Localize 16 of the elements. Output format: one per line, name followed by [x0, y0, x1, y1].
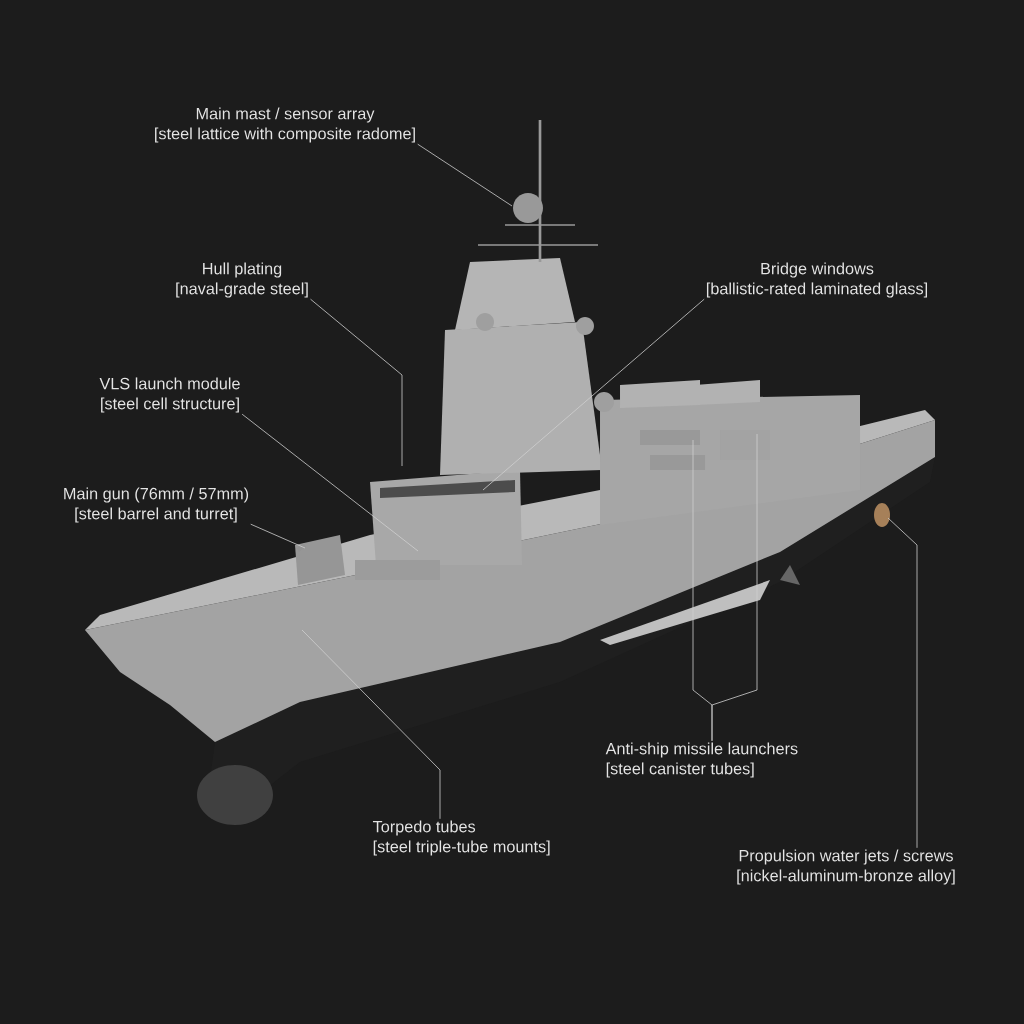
leader-line	[310, 298, 403, 467]
leader-line	[250, 523, 306, 549]
callout-label: Bridge windows [ballistic-rated laminated glass]	[706, 262, 927, 298]
leader-line	[887, 517, 918, 849]
callout-label: Hull plating [naval-grade steel]	[176, 262, 308, 298]
leader-line	[241, 413, 419, 552]
callout-label: Main gun (76mm / 57mm) [steel barrel and turret]	[64, 487, 249, 523]
callout-label: Torpedo tubes [steel triple-tube mounts]	[372, 820, 550, 856]
leader-line	[301, 629, 441, 820]
leader-line	[417, 143, 513, 207]
callout-label: Main mast / sensor array [steel lattice with composite radome]	[155, 107, 415, 143]
leader-line	[711, 433, 758, 742]
leader-line	[482, 298, 705, 491]
callout-label: Anti-ship missile launchers [steel canister tubes]	[605, 742, 798, 778]
callout-label: Propulsion water jets / screws [nickel-aluminum-bronze alloy]	[737, 849, 955, 885]
callout-label: VLS launch module [steel cell structure]	[99, 377, 240, 413]
